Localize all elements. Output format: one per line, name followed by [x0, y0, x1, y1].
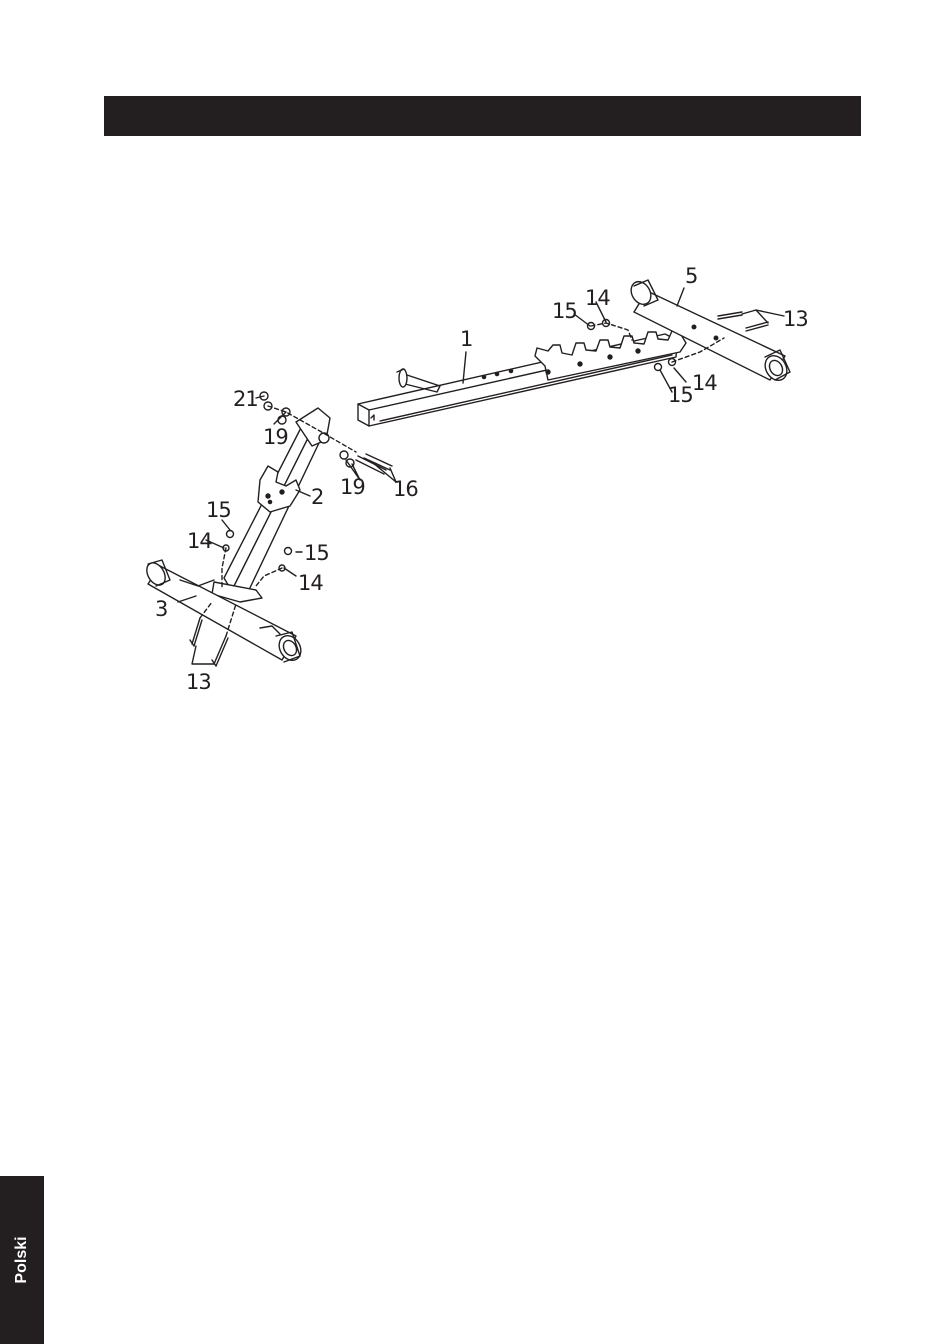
label-part-1: 1: [460, 327, 472, 351]
label-part-21: 21: [233, 387, 258, 411]
label-part-15-top: 15: [552, 299, 577, 323]
label-part-19-top: 19: [263, 425, 288, 449]
label-part-14-right: 14: [692, 371, 717, 395]
label-part-13-rear: 13: [783, 307, 808, 331]
label-part-19-mid: 19: [340, 475, 365, 499]
rear-stabilizer: [627, 278, 791, 384]
label-part-15-left: 15: [206, 498, 231, 522]
label-part-14-left: 14: [187, 529, 212, 553]
language-label: Polski: [13, 1236, 31, 1283]
main-rail: [358, 331, 686, 426]
label-part-2: 2: [311, 485, 323, 509]
language-side-tab: Polski: [0, 1176, 44, 1344]
label-part-15-right: 15: [668, 383, 693, 407]
label-part-5: 5: [685, 264, 697, 288]
label-part-14-top: 14: [585, 286, 610, 310]
label-part-14-mid: 14: [298, 571, 323, 595]
label-part-16: 16: [393, 477, 418, 501]
assembly-diagram: 1 2 3 5 13 13 14 14 14 14 15 15 15 15 16…: [0, 0, 950, 760]
label-part-3: 3: [155, 597, 167, 621]
label-part-15-mid: 15: [304, 541, 329, 565]
label-part-13-front: 13: [186, 670, 211, 694]
